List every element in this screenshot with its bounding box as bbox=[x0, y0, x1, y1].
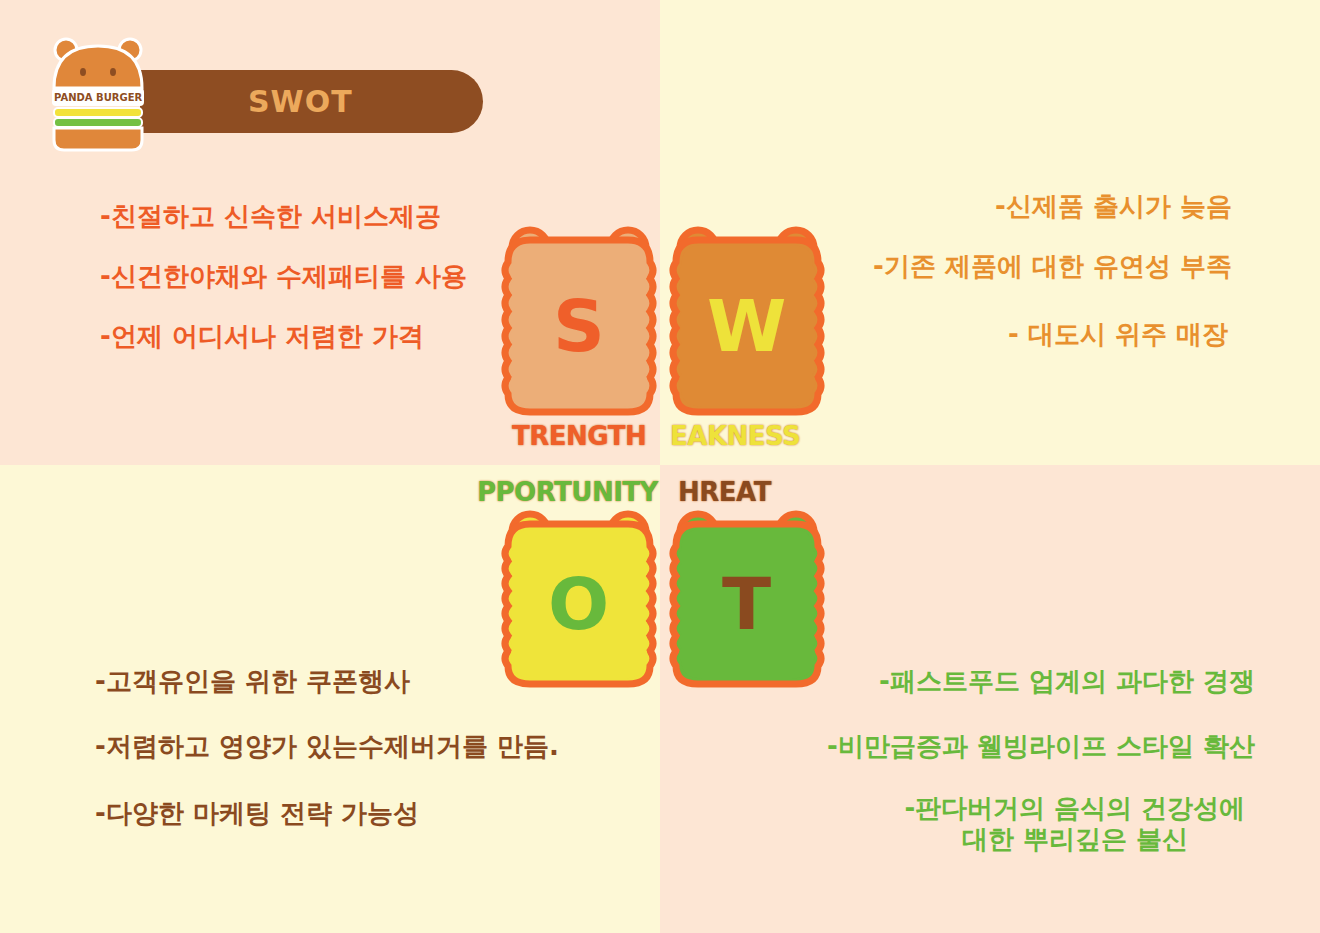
badge-word: EAKNESS bbox=[670, 422, 800, 451]
badge-letter: W bbox=[707, 290, 786, 362]
badge-letter: O bbox=[548, 568, 609, 640]
swot-letter-badge: T HREAT bbox=[668, 478, 830, 693]
bullet-text: -기존 제품에 대한 유연성 부족 bbox=[873, 250, 1232, 283]
bullet-text: -언제 어디서나 저렴한 가격 bbox=[100, 320, 424, 353]
badge-word: HREAT bbox=[678, 478, 771, 507]
swot-letter-badge: W EAKNESS bbox=[668, 226, 828, 456]
swot-letter-badge: S TRENGTH bbox=[500, 226, 658, 456]
bullet-text: -저렴하고 영양가 있는수제버거를 만듬. bbox=[95, 730, 559, 763]
bullet-text: -신건한야채와 수제패티를 사용 bbox=[100, 260, 467, 293]
badge-letter: S bbox=[553, 290, 605, 362]
bullet-text: -판다버거의 음식의 건강성에대한 뿌리깊은 불신 bbox=[895, 793, 1255, 855]
swot-letter-badge: O PPORTUNITY bbox=[436, 478, 658, 693]
badge-word: PPORTUNITY bbox=[477, 478, 658, 507]
bullet-text: -친절하고 신속한 서비스제공 bbox=[100, 200, 441, 233]
bullet-text: -신제품 출시가 늦음 bbox=[995, 190, 1232, 223]
bullet-text: -고객유인을 위한 쿠폰행사 bbox=[95, 665, 410, 698]
bullet-text: -비만급증과 웰빙라이프 스타일 확산 bbox=[827, 730, 1255, 763]
logo-text: PANDA BURGER bbox=[54, 92, 142, 103]
badge-letter: T bbox=[722, 568, 771, 640]
bullet-text: - 대도시 위주 매장 bbox=[1008, 318, 1228, 351]
title-text: SWOT bbox=[248, 84, 353, 119]
bullet-text: -다양한 마케팅 전략 가능성 bbox=[95, 797, 419, 830]
badge-word: TRENGTH bbox=[512, 422, 646, 451]
bullet-text: -패스트푸드 업계의 과다한 경쟁 bbox=[879, 665, 1255, 698]
header-bar: SWOT bbox=[140, 70, 483, 133]
